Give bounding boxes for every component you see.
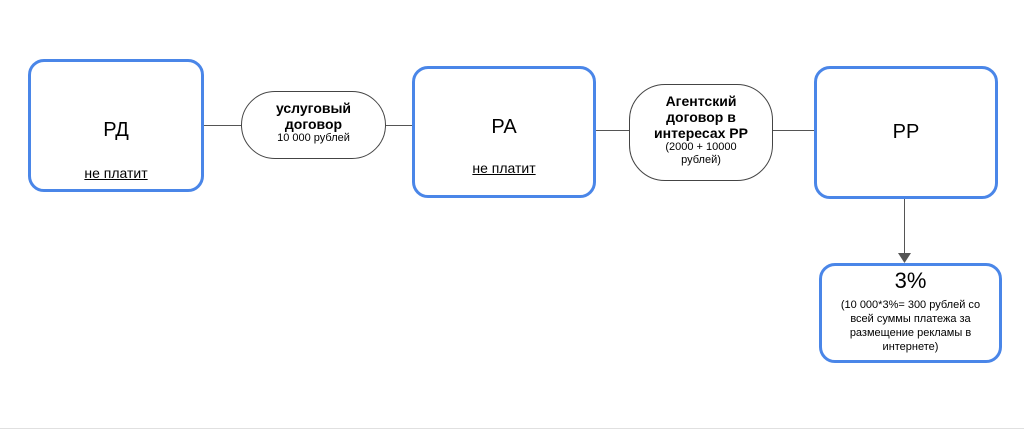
contract-agent: Агентский договор в интересах РР (2000 +… — [629, 84, 773, 181]
node-ra: РА не платит — [412, 66, 596, 198]
node-fee: 3% (10 000*3%= 300 рублей со всей суммы … — [819, 263, 1002, 363]
connector-service-ra — [385, 125, 414, 126]
contract-service-title-1: услуговый — [275, 100, 352, 116]
connector-rd-service — [203, 125, 242, 126]
contract-service-amount: 10 000 рублей — [277, 132, 350, 144]
node-ra-note: не платит — [472, 160, 536, 176]
arrowhead-down-icon — [898, 253, 911, 263]
contract-agent-amount-1: (2000 + 10000 — [665, 141, 737, 153]
node-rd-title: РД — [103, 119, 129, 141]
contract-service: услуговый договор 10 000 рублей — [241, 91, 386, 159]
fee-note-line-3: размещение рекламы в — [849, 327, 972, 339]
fee-percent: 3% — [894, 268, 927, 293]
contract-agent-title-1: Агентский — [665, 93, 737, 109]
node-rr-title: РР — [892, 121, 920, 143]
node-rr: РР — [814, 66, 998, 199]
contract-service-title-2: договор — [284, 116, 343, 132]
connector-ra-agent — [594, 130, 630, 131]
bottom-divider — [0, 428, 1024, 429]
node-rd-note: не платит — [84, 165, 148, 181]
connector-rr-fee — [904, 198, 905, 256]
node-rd: РД не платит — [28, 59, 204, 192]
fee-note-line-4: интернете) — [882, 341, 939, 353]
contract-agent-title-3: интересах РР — [654, 125, 748, 141]
node-ra-title: РА — [491, 116, 517, 138]
fee-note: (10 000*3%= 300 рублей со всей суммы пла… — [822, 298, 999, 354]
connector-agent-rr — [772, 130, 816, 131]
fee-note-line-1: (10 000*3%= 300 рублей со — [840, 299, 981, 311]
contract-agent-amount-2: рублей) — [681, 154, 721, 166]
fee-note-line-2: всей суммы платежа за — [850, 313, 971, 325]
contract-agent-title-2: договор в — [666, 109, 736, 125]
